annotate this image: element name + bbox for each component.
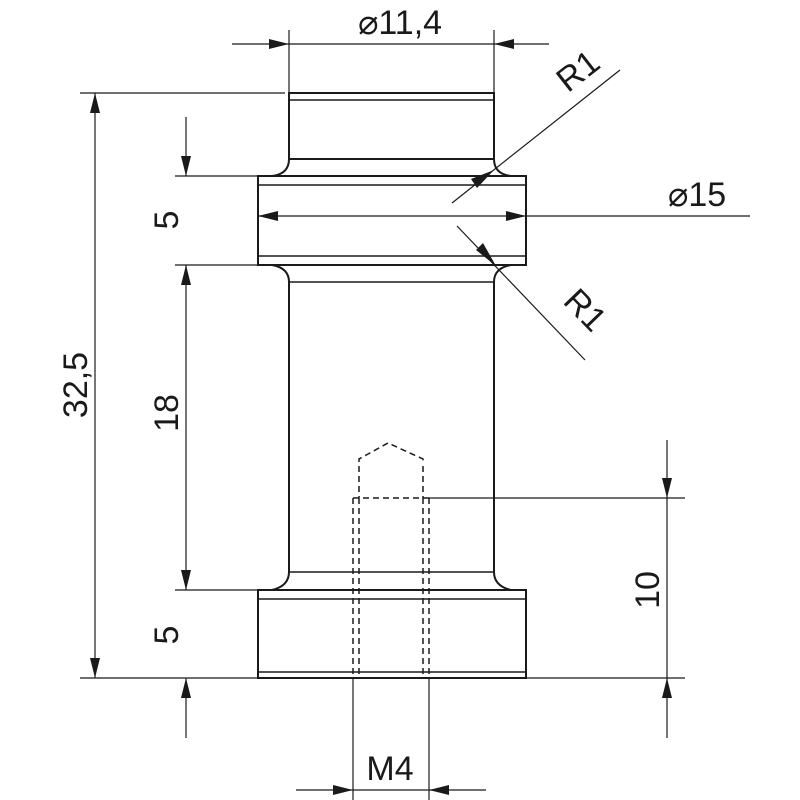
flange-diameter-label: ⌀15 xyxy=(668,176,726,214)
shaft-fillet-bottom-right xyxy=(493,571,512,591)
top-diameter-label: ⌀11,4 xyxy=(358,4,442,42)
upper-radius-label: R1 xyxy=(549,43,607,100)
drill-point xyxy=(358,442,424,462)
thread-depth-label: 10 xyxy=(629,571,667,609)
extension-lines xyxy=(80,30,685,800)
shaft-fillet-top-left xyxy=(271,264,290,283)
part-outline xyxy=(257,92,527,679)
shaft-height-label: 18 xyxy=(148,394,186,432)
top-cap xyxy=(288,92,495,160)
hidden-thread-bore xyxy=(352,442,430,678)
shaft-fillet-top-right xyxy=(493,264,512,283)
upper-flange xyxy=(257,175,527,266)
dimension-lines xyxy=(90,39,750,795)
lower-radius-label: R1 xyxy=(556,282,614,340)
upper-fillet-left xyxy=(271,158,290,177)
shaft-fillet-bottom-left xyxy=(271,571,290,591)
lower-flange xyxy=(257,589,527,679)
lower-flange-height-label: 5 xyxy=(148,626,186,645)
thread-size-label: M4 xyxy=(366,750,413,788)
upper-flange-height-label: 5 xyxy=(148,211,186,230)
total-height-label: 32,5 xyxy=(57,352,95,418)
